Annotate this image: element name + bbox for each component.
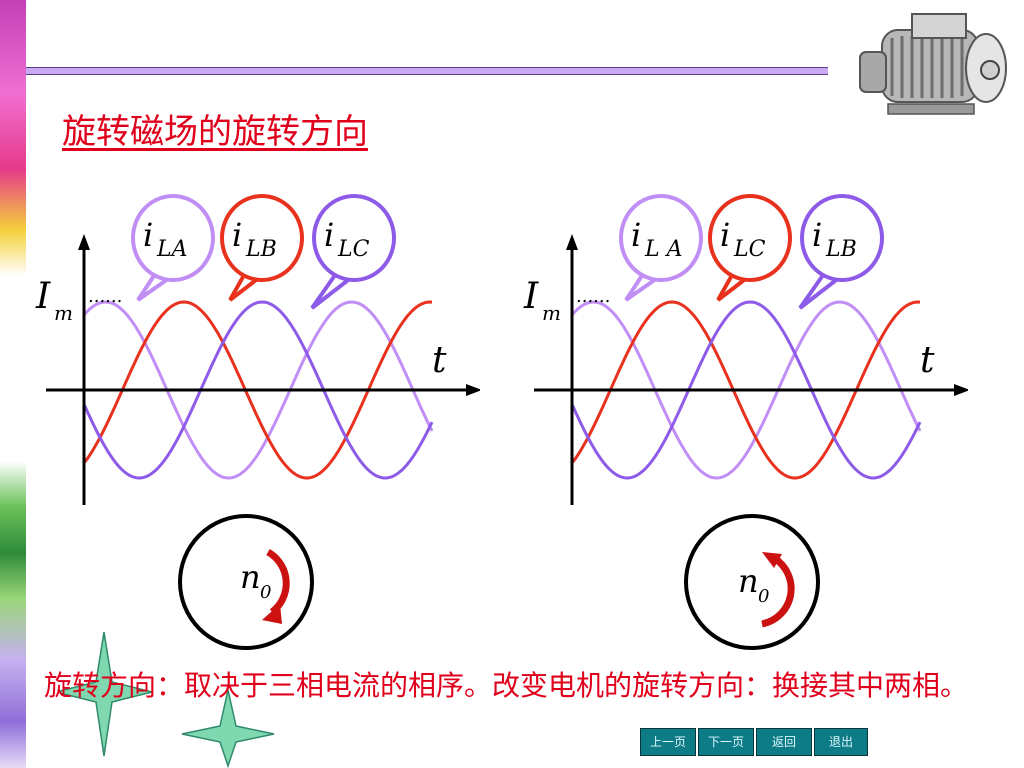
amplitude-symbol: I xyxy=(35,276,51,317)
y-axis-arrow xyxy=(78,234,90,250)
callout-bubble xyxy=(220,194,304,282)
x-axis-arrow xyxy=(954,384,968,396)
arrow-head-icon xyxy=(762,552,782,568)
t-axis-label: t xyxy=(432,340,447,381)
current-symbol: i xyxy=(812,216,822,254)
current-subscript: LA xyxy=(156,237,188,262)
current-symbol: i xyxy=(631,216,641,254)
phase-wave-3 xyxy=(82,300,434,480)
phase-wave-3 xyxy=(570,300,922,480)
speed-symbol: n xyxy=(738,562,759,600)
amplitude-symbol: I xyxy=(523,276,539,317)
rotation-indicator-counterclockwise: n 0 xyxy=(684,514,820,650)
prev-page-button[interactable]: 上一页 xyxy=(640,728,696,756)
explanation-text: 旋转方向：取决于三相电流的相序。改变电机的旋转方向：换接其中两相。 xyxy=(44,669,969,702)
slide-navigation: 上一页 下一页 返回 退出 xyxy=(640,728,868,756)
current-subscript: LC xyxy=(733,237,766,262)
page-title: 旋转磁场的旋转方向 xyxy=(62,112,368,152)
rotation-indicator-clockwise: n 0 xyxy=(178,514,314,650)
rotation-arc xyxy=(761,555,795,628)
amplitude-dots: ...... xyxy=(576,286,610,307)
callout-bubble xyxy=(619,194,703,282)
arrow-head-icon xyxy=(262,604,282,624)
exit-button[interactable]: 退出 xyxy=(814,728,868,756)
current-symbol: i xyxy=(324,216,334,254)
callout-bubble xyxy=(800,194,884,282)
wave-group xyxy=(82,300,434,480)
callout-bubble xyxy=(131,194,215,282)
wave-group xyxy=(570,300,922,480)
phase-wave-2 xyxy=(570,300,921,480)
amplitude-dots: ...... xyxy=(88,286,122,307)
callout-bubble xyxy=(312,194,396,282)
current-subscript: L A xyxy=(644,237,683,262)
current-symbol: i xyxy=(143,216,153,254)
y-axis-arrow xyxy=(566,234,578,250)
t-axis-label: t xyxy=(920,340,935,381)
phase-wave-2 xyxy=(82,300,433,480)
current-symbol: i xyxy=(232,216,242,254)
amplitude-subscript: m xyxy=(542,301,561,325)
current-subscript: LB xyxy=(245,237,277,262)
speed-symbol: n xyxy=(240,558,261,596)
star-icon xyxy=(181,689,275,768)
current-subscript: LB xyxy=(825,237,857,262)
callout-bubble xyxy=(708,194,792,282)
decorative-stars xyxy=(60,631,275,768)
header-rule xyxy=(26,67,828,75)
phase-wave-1 xyxy=(82,300,434,480)
phase-wave-1 xyxy=(570,300,922,480)
back-button[interactable]: 返回 xyxy=(756,728,812,756)
current-symbol: i xyxy=(720,216,730,254)
amplitude-subscript: m xyxy=(54,301,73,325)
current-subscript: LC xyxy=(337,237,370,262)
motor-image xyxy=(859,13,1007,115)
speed-subscript: 0 xyxy=(758,586,769,607)
speed-subscript: 0 xyxy=(260,582,271,603)
star-icon xyxy=(60,631,153,757)
x-axis-arrow xyxy=(466,384,480,396)
next-page-button[interactable]: 下一页 xyxy=(698,728,754,756)
decorative-side-stripe xyxy=(0,0,26,768)
